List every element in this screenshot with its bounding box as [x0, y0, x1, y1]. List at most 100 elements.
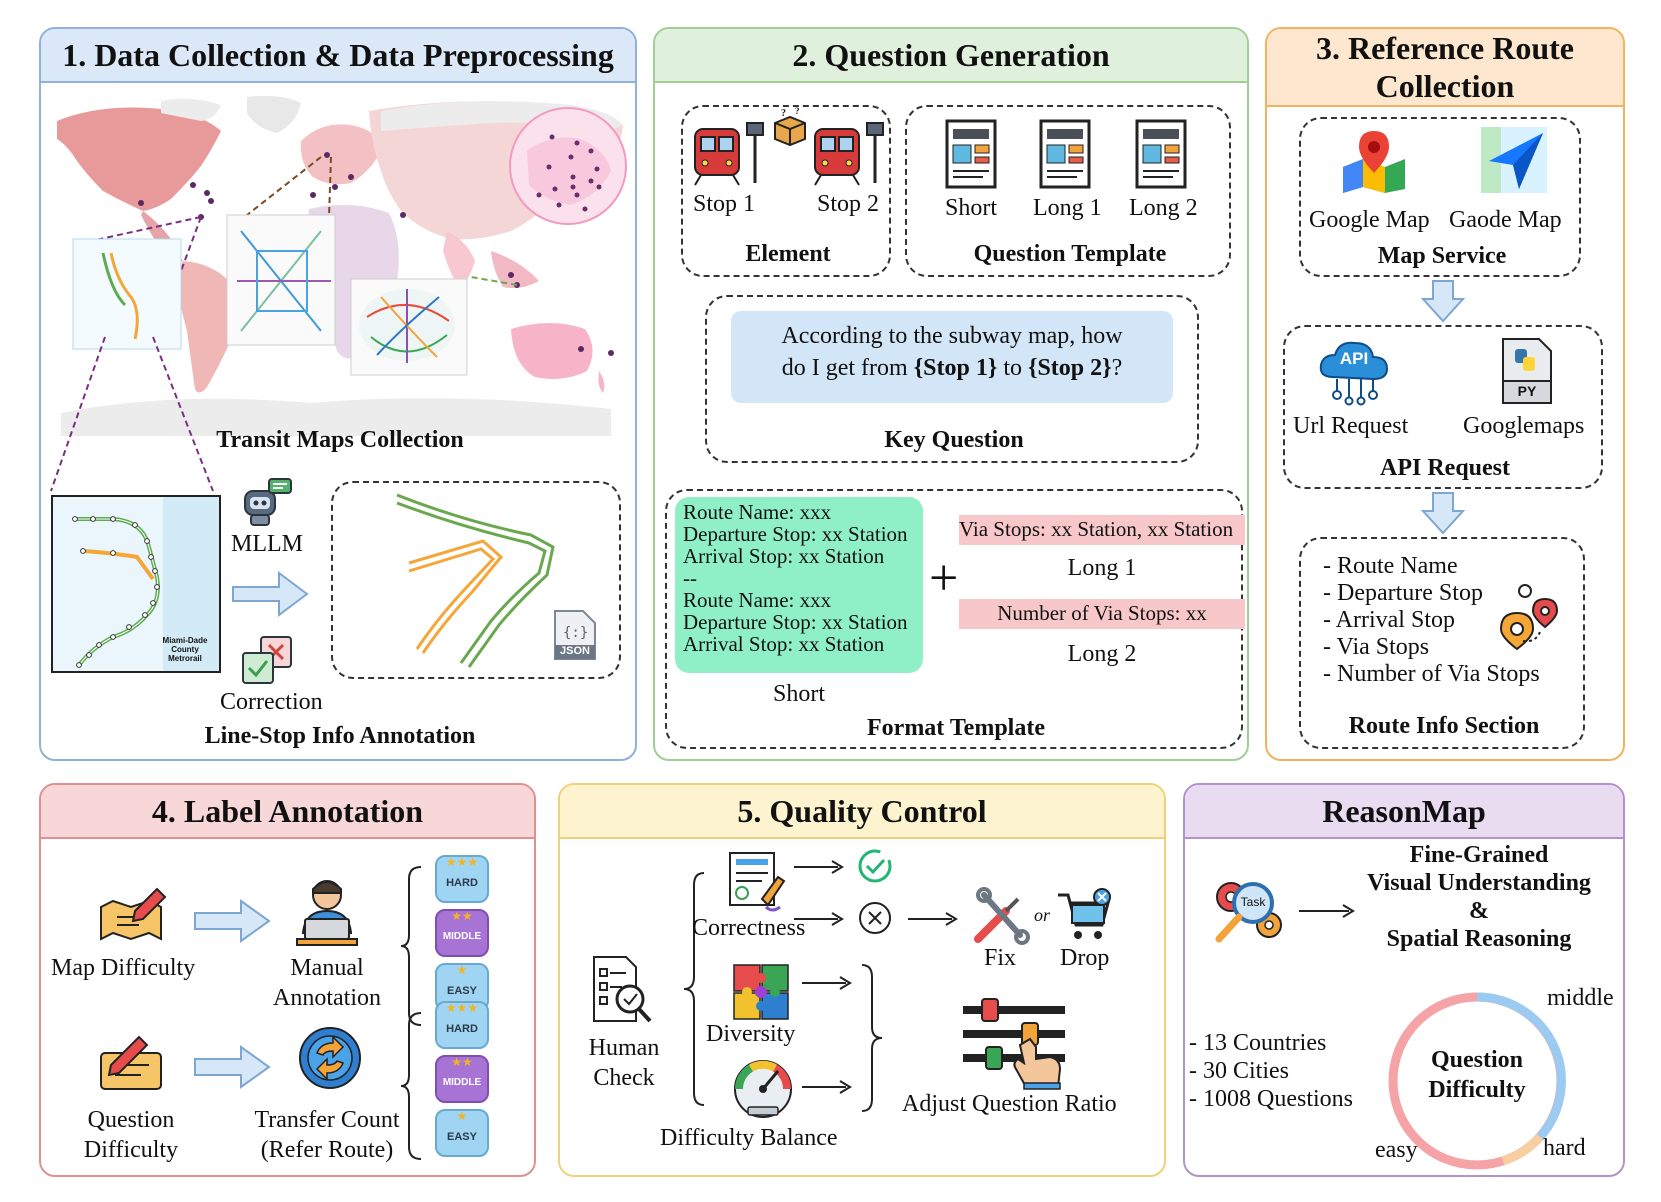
question-label-2: Difficulty	[83, 1137, 179, 1163]
format-template-label: Format Template	[867, 715, 1045, 741]
api-cloud-icon	[1319, 341, 1389, 406]
format-line: Arrival Stop: xx Station	[683, 632, 885, 656]
badge-label: MIDDLE	[442, 931, 482, 942]
brace	[400, 1012, 422, 1160]
panel-title: 4. Label Annotation	[41, 785, 534, 839]
via-stops-text: Via Stops: xx Station, xx Station	[959, 517, 1234, 541]
badge-label: HARD	[446, 877, 478, 889]
format-line: --	[683, 566, 697, 590]
check-circle-icon	[858, 849, 892, 883]
badge-middle: ★★ MIDDLE	[435, 909, 489, 957]
stop1-label: Stop 1	[693, 191, 756, 217]
manual-label-1: Manual	[290, 955, 364, 981]
long2-caption: Long 2	[1067, 641, 1137, 667]
south-america	[175, 261, 238, 393]
arrow-icon	[802, 976, 852, 990]
middle-label: middle	[1547, 985, 1614, 1011]
svg-text:?: ?	[781, 108, 786, 119]
transfer-icon	[299, 1027, 361, 1089]
stat-item: - 1008 Questions	[1189, 1086, 1353, 1112]
panel-title: 1. Data Collection & Data Preprocessing	[41, 29, 635, 83]
long1-caption: Long 1	[1067, 555, 1137, 581]
donut-line-1: Question	[1430, 1047, 1523, 1073]
question-line-2: do I get from {Stop 1} to {Stop 2}?	[731, 355, 1173, 382]
route-item: - Departure Stop	[1323, 580, 1483, 606]
format-line: Departure Stop: xx Station	[683, 522, 908, 546]
question-label-1: Question	[87, 1107, 175, 1133]
brace	[400, 866, 422, 1026]
via-stops-block	[959, 515, 1245, 545]
stop2-label: Stop 2	[817, 191, 880, 217]
human-check-2: Check	[593, 1065, 655, 1091]
badge-hard: ★★★ HARD	[435, 1001, 489, 1049]
difficulty-balance-label: Difficulty Balance	[660, 1125, 838, 1151]
short-format-block	[675, 497, 923, 673]
fix-label: Fix	[984, 945, 1017, 971]
diversity-label: Diversity	[706, 1021, 796, 1047]
gaode-map-label: Gaode Map	[1449, 207, 1562, 233]
panel-reference-route: 3. Reference Route Collection Google Map…	[1265, 27, 1625, 761]
fg-line-2: Visual Understanding	[1367, 870, 1591, 896]
fg-line-3: &	[1469, 898, 1489, 924]
cart-remove-icon	[1058, 888, 1111, 939]
hard-label: hard	[1543, 1135, 1586, 1161]
format-template-box: Route Name: xxx Departure Stop: xx Stati…	[665, 489, 1245, 749]
element-box: ? ? Stop 1 Stop 2 Element	[681, 105, 891, 277]
line-annotation-box: {:} JSON	[331, 481, 621, 679]
map-service-box: Google Map Gaode Map Map Service	[1299, 117, 1581, 277]
difficulty-donut	[1388, 992, 1566, 1170]
google-map-icon	[1343, 131, 1405, 193]
arrow-right-icon	[194, 899, 271, 943]
question-stop2: {Stop 2}	[1027, 355, 1112, 381]
question-stop1: {Stop 1}	[913, 355, 998, 381]
fg-line-1: Fine-Grained	[1409, 842, 1549, 868]
google-map-label: Google Map	[1309, 207, 1430, 233]
or-label: or	[1034, 905, 1051, 925]
box-question-icon: ? ?	[774, 106, 806, 147]
long1-label: Long 1	[1033, 195, 1102, 221]
document-icon	[1135, 119, 1187, 189]
transit-maps-caption: Transit Maps Collection	[216, 427, 464, 453]
json-label: JSON	[560, 645, 590, 657]
question-mid: to	[997, 355, 1028, 381]
panel-title: ReasonMap	[1185, 785, 1623, 839]
transfer-label-1: Transfer Count	[254, 1107, 400, 1133]
transfer-label-2: (Refer Route)	[260, 1137, 394, 1163]
panel-quality-control: 5. Quality Control Human Check Correctne…	[558, 783, 1166, 1177]
api-request-box: API PY Url Request Googlemaps API Reques…	[1283, 325, 1603, 489]
cross-circle-icon	[859, 902, 891, 934]
robot-icon	[244, 478, 292, 526]
person-laptop-icon	[296, 880, 358, 946]
api-icon-text: API	[1339, 349, 1369, 368]
arrow-right-icon	[194, 1045, 271, 1089]
world-map	[51, 91, 631, 441]
question-template-label: Question Template	[973, 241, 1167, 267]
googlemaps-label: Googlemaps	[1463, 413, 1585, 439]
panel-title: 2. Question Generation	[655, 29, 1247, 83]
train-icon	[814, 122, 884, 186]
document-icon	[945, 119, 997, 189]
correction-label: Correction	[220, 689, 323, 715]
stats-list: - 13 Countries - 30 Cities - 1008 Questi…	[1189, 1029, 1353, 1113]
stat-item: - 13 Countries	[1189, 1030, 1327, 1056]
format-line: Route Name: xxx	[683, 500, 832, 524]
panel-question-generation: 2. Question Generation ? ? Stop 1	[653, 27, 1249, 761]
route-item: - Arrival Stop	[1323, 607, 1455, 633]
metrorail-map: Miami-Dade County Metrorail	[51, 495, 221, 673]
arrow-icon	[802, 1080, 852, 1094]
key-question-box: According to the subway map, how do I ge…	[705, 295, 1199, 463]
puzzle-icon	[733, 964, 789, 1020]
donut-center: Question Difficulty	[1385, 1045, 1569, 1105]
gaode-map-icon	[1481, 127, 1547, 193]
key-question-bubble	[731, 311, 1173, 403]
question-prefix: do I get from	[781, 355, 914, 381]
star-icon: ★	[456, 963, 468, 977]
num-via-block	[959, 599, 1245, 629]
document-pen-icon	[729, 852, 786, 912]
arrow-right-icon	[232, 571, 309, 617]
num-via-text: Number of Via Stops: xx	[997, 601, 1207, 625]
star-icon: ★★★	[445, 855, 479, 869]
format-line: Arrival Stop: xx Station	[683, 544, 885, 568]
location-pins-icon	[1499, 584, 1559, 651]
short-label: Short	[945, 195, 998, 221]
